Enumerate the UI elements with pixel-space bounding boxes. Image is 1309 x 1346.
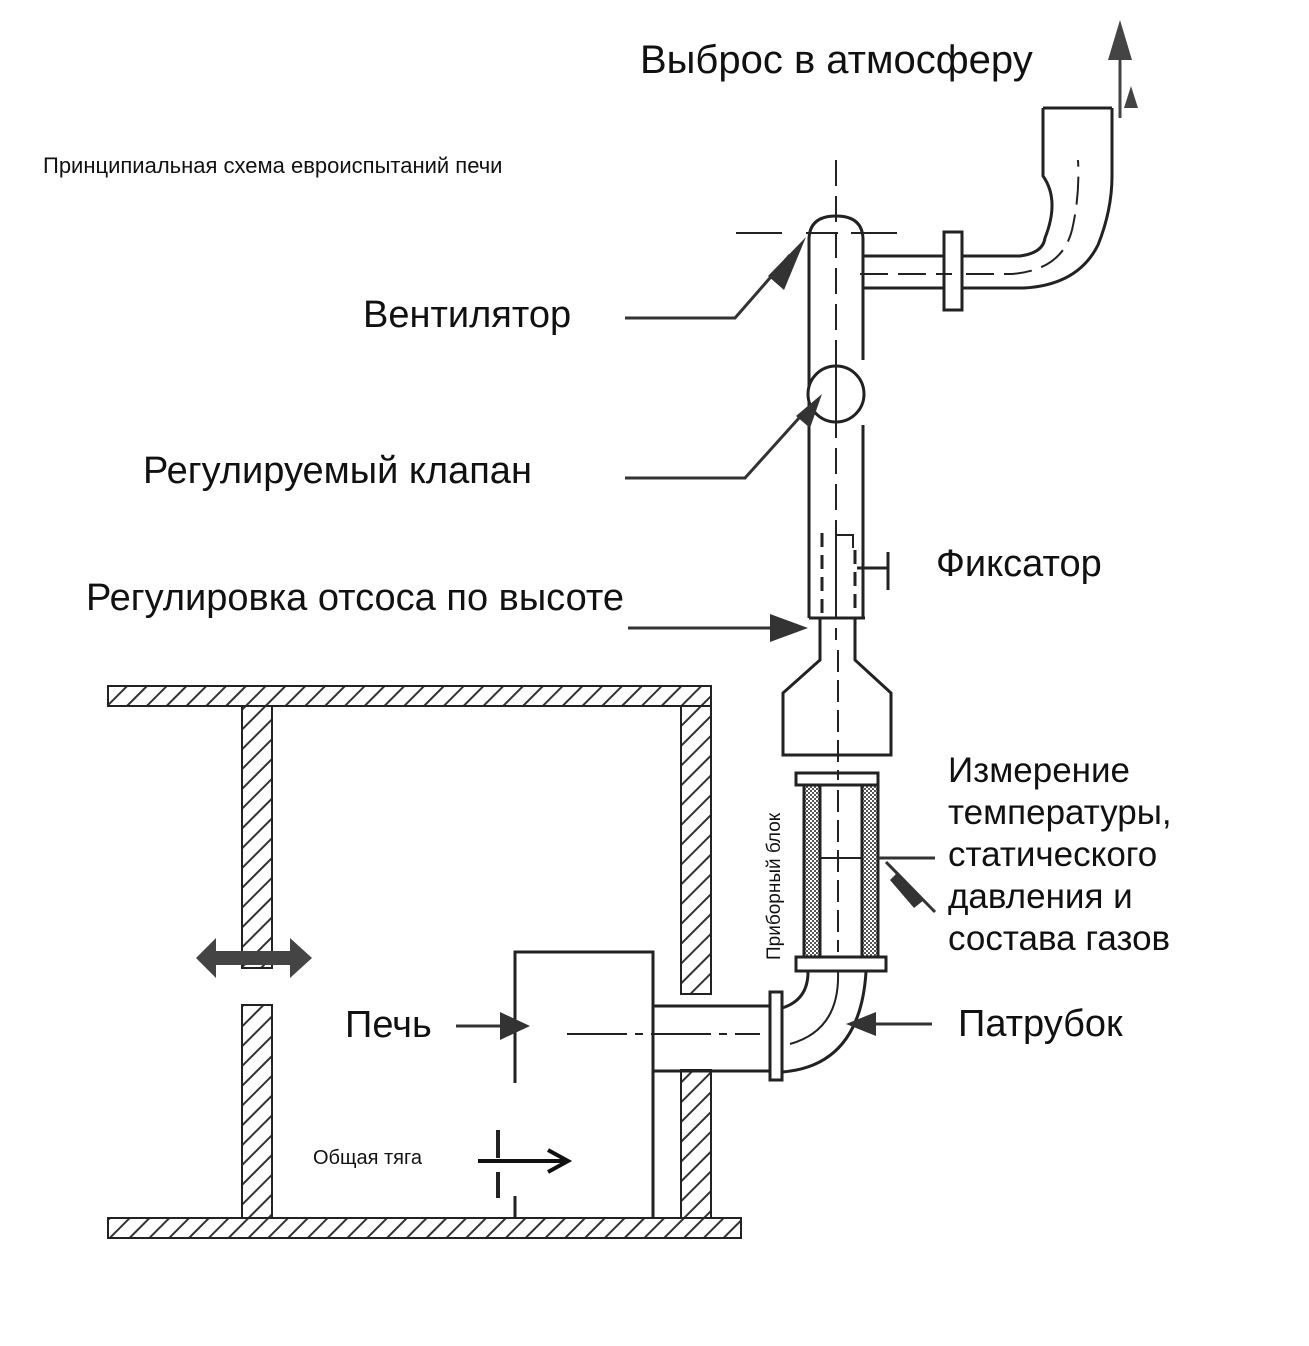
label-valve: Регулируемый клапан: [143, 450, 532, 492]
height-adjust-arrowhead-icon: [770, 614, 808, 642]
label-stove: Печь: [345, 1004, 432, 1046]
exhaust-pipe: [860, 106, 1114, 312]
ceiling-wall: [107, 685, 712, 707]
fan-leader: [625, 254, 792, 320]
label-measurement: Измерение температуры, статического давл…: [948, 751, 1172, 958]
diagram-title: Принципиальная схема евроиспытаний печи: [43, 153, 503, 178]
label-height-adjust: Регулировка отсоса по высоте: [86, 577, 624, 619]
stove-flue-pipe: [653, 990, 784, 1082]
nozzle-arrowhead-icon: [846, 1012, 876, 1036]
stove: [496, 950, 760, 1218]
measurement-probe-icon: [890, 872, 924, 908]
label-exhaust: Выброс в атмосферу: [640, 38, 1033, 82]
fan: [736, 214, 897, 260]
right-wall-lower: [680, 1069, 712, 1219]
nozzle-elbow: [781, 971, 868, 1074]
extraction-hood: [781, 640, 893, 780]
airflow-double-arrow-icon: [196, 938, 312, 978]
left-wall-upper: [241, 705, 273, 969]
label-clamp: Фиксатор: [936, 543, 1102, 585]
label-nozzle: Патрубок: [958, 1003, 1123, 1045]
fan-arrowhead-icon: [768, 237, 806, 290]
right-wall-upper: [680, 705, 712, 995]
left-wall-lower: [241, 1004, 273, 1219]
instrument-block: [794, 771, 888, 973]
floor-wall: [107, 1217, 742, 1239]
valve-arrowhead-icon: [796, 394, 822, 428]
label-instrument-block: Приборный блок: [764, 812, 785, 960]
general-draft-arrow-icon: [478, 1148, 573, 1174]
adjustable-valve: [806, 364, 866, 424]
stove-arrowhead-icon: [500, 1012, 530, 1040]
exhaust-arrow-up-icon: [1108, 20, 1138, 118]
label-fan: Вентилятор: [363, 294, 572, 336]
label-general-draft: Общая тяга: [313, 1147, 422, 1169]
leader-arrowheads: [500, 237, 924, 1040]
valve-leader: [625, 406, 810, 480]
clamp-screw-icon: [857, 552, 890, 590]
